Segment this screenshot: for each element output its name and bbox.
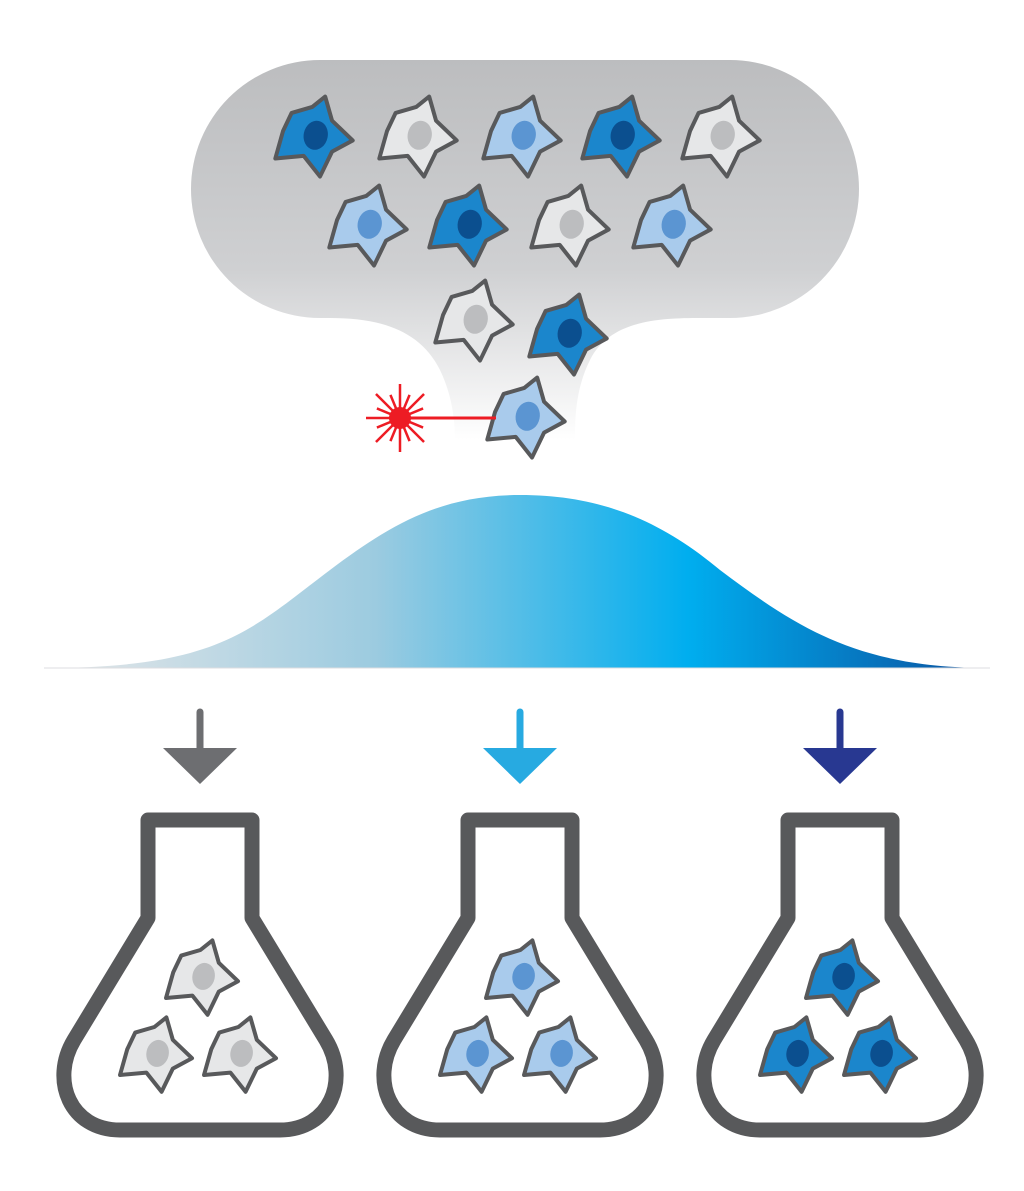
cell-icon: [757, 1015, 835, 1094]
down-arrow-icon: [803, 708, 877, 784]
cell-icon: [527, 292, 609, 377]
cell-icon: [117, 1015, 195, 1094]
cell-icon: [437, 1015, 515, 1094]
cell-icon: [327, 183, 409, 268]
cell-icon: [631, 183, 713, 268]
chamber-cells: [273, 94, 762, 460]
cell-icon: [483, 938, 561, 1017]
cell-icon: [680, 94, 762, 179]
cell-icon: [481, 94, 563, 179]
cell-icon: [273, 94, 355, 179]
cell-icon: [377, 94, 459, 179]
collection-flasks: [56, 708, 984, 1138]
cell-icon: [521, 1015, 599, 1094]
cell-icon: [201, 1015, 279, 1094]
cell-icon: [427, 183, 509, 268]
cell-icon: [529, 183, 611, 268]
flask-low: [56, 708, 344, 1138]
cell-icon: [163, 938, 241, 1017]
laser-icon: [366, 384, 496, 452]
cell-icon: [803, 938, 881, 1017]
cell-icon: [841, 1015, 919, 1094]
cell-icon: [580, 94, 662, 179]
flask-mid: [376, 708, 664, 1138]
down-arrow-icon: [163, 708, 237, 784]
fluorescence-distribution: [44, 495, 990, 668]
flask-high: [696, 708, 984, 1138]
cell-icon: [433, 278, 515, 363]
down-arrow-icon: [483, 708, 557, 784]
cell-icon: [485, 375, 567, 460]
